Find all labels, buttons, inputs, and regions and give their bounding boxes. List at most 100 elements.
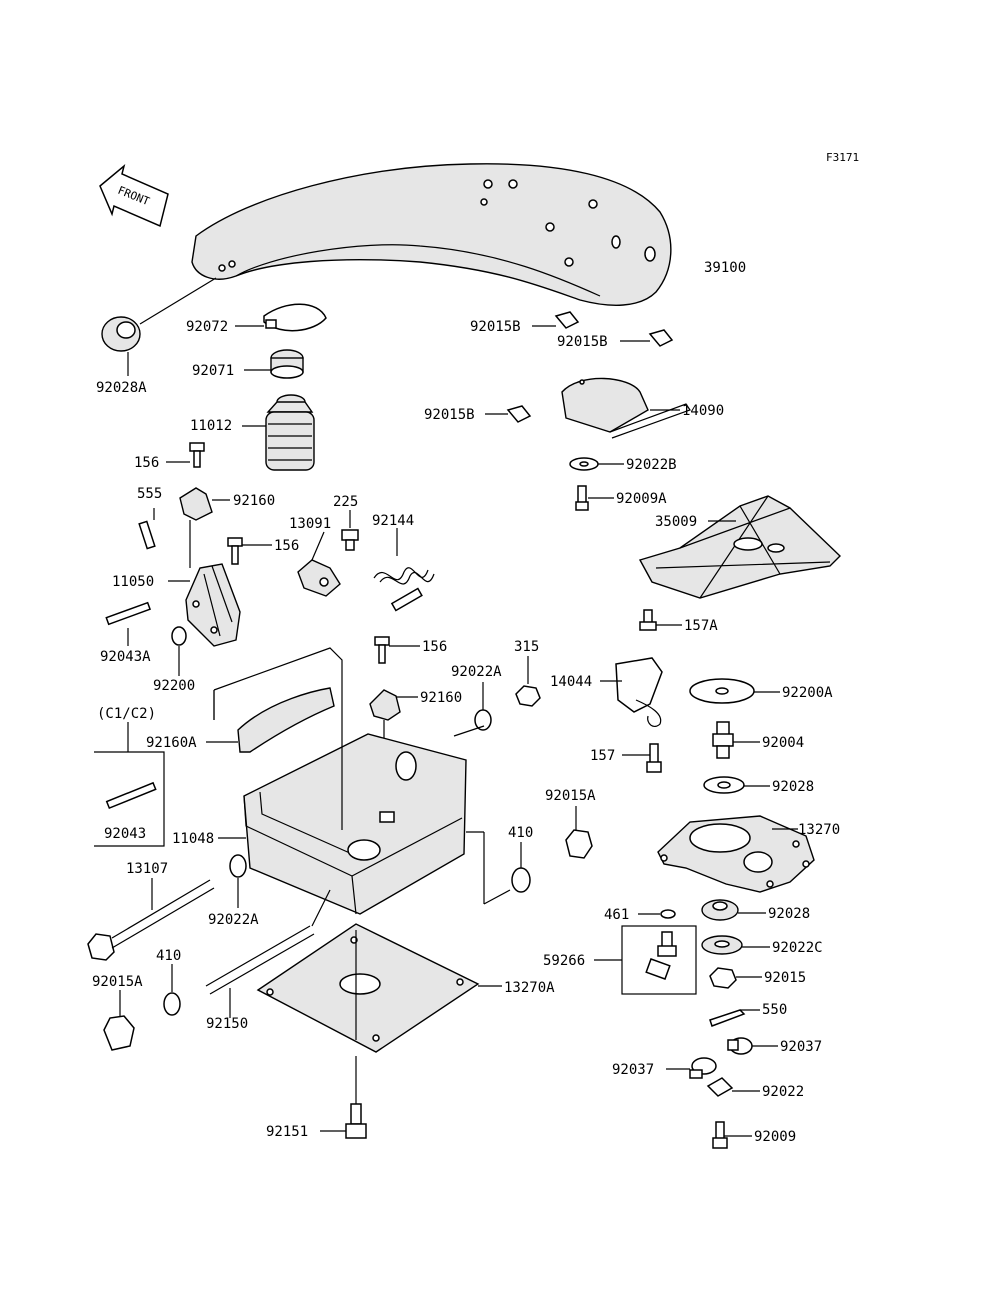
part-label-92028A: 92028A bbox=[96, 380, 147, 396]
part-label-92028-a: 92028 bbox=[772, 779, 814, 795]
rod-part-92150 bbox=[205, 889, 331, 1018]
washer-part-92022C bbox=[701, 935, 770, 955]
part-label-92015B-b: 92015B bbox=[557, 334, 608, 350]
part-label-11012: 11012 bbox=[190, 418, 232, 434]
part-label-92009A: 92009A bbox=[616, 491, 667, 507]
part-label-14090: 14090 bbox=[682, 403, 724, 419]
part-label-92160A: 92160A bbox=[146, 735, 197, 751]
nut-part-315 bbox=[515, 656, 541, 707]
part-label-92043: 92043 bbox=[104, 826, 146, 842]
part-labels: 39100 92028A 92072 92071 11012 156 555 9… bbox=[92, 260, 840, 1145]
part-label-92028-b: 92028 bbox=[768, 906, 810, 922]
part-label-225: 225 bbox=[333, 494, 358, 510]
part-label-550: 550 bbox=[762, 1002, 787, 1018]
part-label-92022: 92022 bbox=[762, 1084, 804, 1100]
spring-part-92144 bbox=[373, 528, 435, 612]
washer-part-410-b bbox=[163, 964, 181, 1016]
part-label-315: 315 bbox=[514, 639, 539, 655]
clamp-part-92037-b bbox=[666, 1057, 717, 1079]
bracket-part-92160-a bbox=[179, 487, 230, 568]
clip-part-92015B-b bbox=[620, 329, 674, 347]
bolt-part-157 bbox=[622, 743, 662, 773]
part-label-92009: 92009 bbox=[754, 1129, 796, 1145]
part-label-92200A: 92200A bbox=[782, 685, 833, 701]
part-label-92072: 92072 bbox=[186, 319, 228, 335]
clip-part-92015B-c bbox=[485, 405, 532, 423]
bolt-part-225 bbox=[341, 510, 359, 551]
washer-part-92028-a bbox=[703, 776, 770, 794]
bolt-part-156-c bbox=[374, 636, 420, 664]
part-label-92071: 92071 bbox=[192, 363, 234, 379]
bushing-part-92028A bbox=[101, 277, 217, 376]
cap-part-92071 bbox=[244, 349, 304, 379]
stud-part-92004 bbox=[712, 721, 760, 759]
washer-part-92200 bbox=[171, 626, 187, 676]
washer-part-92200A bbox=[689, 678, 780, 704]
bolt-part-13107 bbox=[87, 878, 215, 961]
group-label: (C1/C2) bbox=[97, 706, 156, 722]
bolt-part-157A bbox=[639, 609, 682, 631]
part-label-92015: 92015 bbox=[764, 970, 806, 986]
part-label-92160-b: 92160 bbox=[420, 690, 462, 706]
bolt-part-156-b bbox=[227, 537, 272, 565]
pin-part-555 bbox=[138, 508, 156, 550]
nut-part-92015 bbox=[709, 967, 762, 989]
part-label-92022C: 92022C bbox=[772, 940, 823, 956]
clip-part-92022 bbox=[706, 1077, 760, 1097]
bolt-part-156-a bbox=[166, 442, 205, 468]
front-arrow-icon: FRONT bbox=[99, 163, 169, 228]
latch-part-14044 bbox=[600, 657, 663, 728]
plate-part-13270 bbox=[657, 815, 815, 893]
figure-code: F3171 bbox=[826, 151, 859, 164]
bolt-part-92009A bbox=[575, 485, 614, 511]
bolt-part-92009 bbox=[712, 1121, 752, 1149]
part-label-156-c: 156 bbox=[422, 639, 447, 655]
part-label-156-a: 156 bbox=[134, 455, 159, 471]
part-label-92043A: 92043A bbox=[100, 649, 151, 665]
part-label-157: 157 bbox=[590, 748, 615, 764]
clamp-part-92037-a bbox=[727, 1037, 778, 1055]
part-label-13270: 13270 bbox=[798, 822, 840, 838]
part-label-92037-a: 92037 bbox=[780, 1039, 822, 1055]
pad-part-92160A bbox=[206, 687, 335, 753]
part-label-92151: 92151 bbox=[266, 1124, 308, 1140]
part-label-410-a: 410 bbox=[508, 825, 533, 841]
part-label-92150: 92150 bbox=[206, 1016, 248, 1032]
part-label-11048: 11048 bbox=[172, 831, 214, 847]
part-label-410-b: 410 bbox=[156, 948, 181, 964]
mount-part-11050 bbox=[168, 563, 241, 647]
fitting-part-59266 bbox=[594, 925, 697, 995]
group-box-c1-c2: (C1/C2) bbox=[94, 706, 165, 847]
clip-part-92015B-a bbox=[532, 311, 580, 329]
part-label-157A: 157A bbox=[684, 618, 718, 634]
part-label-13270A: 13270A bbox=[504, 980, 555, 996]
part-label-59266: 59266 bbox=[543, 953, 585, 969]
part-label-92037-b: 92037 bbox=[612, 1062, 654, 1078]
part-label-11050: 11050 bbox=[112, 574, 154, 590]
cotter-pin-part-550 bbox=[709, 1009, 760, 1027]
pin-part-92043A bbox=[105, 601, 152, 646]
part-label-92022B: 92022B bbox=[626, 457, 677, 473]
part-label-92022A-top: 92022A bbox=[451, 664, 502, 680]
part-label-13091: 13091 bbox=[289, 516, 331, 532]
cover-part-14090 bbox=[561, 377, 691, 439]
part-label-555: 555 bbox=[137, 486, 162, 502]
part-label-13107: 13107 bbox=[126, 861, 168, 877]
washer-part-92022B bbox=[569, 457, 624, 471]
part-label-92004: 92004 bbox=[762, 735, 804, 751]
part-label-156-b: 156 bbox=[274, 538, 299, 554]
part-label-92015B-a: 92015B bbox=[470, 319, 521, 335]
tray-part-11048 bbox=[213, 647, 511, 915]
frame-part-35009 bbox=[638, 495, 842, 599]
part-label-39100: 39100 bbox=[704, 260, 746, 276]
nut-part-92015A-low bbox=[103, 990, 135, 1051]
band-part-92072 bbox=[235, 303, 327, 332]
bellows-part-11012 bbox=[242, 394, 315, 471]
washer-part-92022A-low bbox=[229, 854, 247, 908]
bolt-part-92151 bbox=[320, 1056, 367, 1139]
seat-part-39100 bbox=[191, 163, 672, 306]
washer-part-461 bbox=[638, 909, 676, 919]
part-label-92160-a: 92160 bbox=[233, 493, 275, 509]
